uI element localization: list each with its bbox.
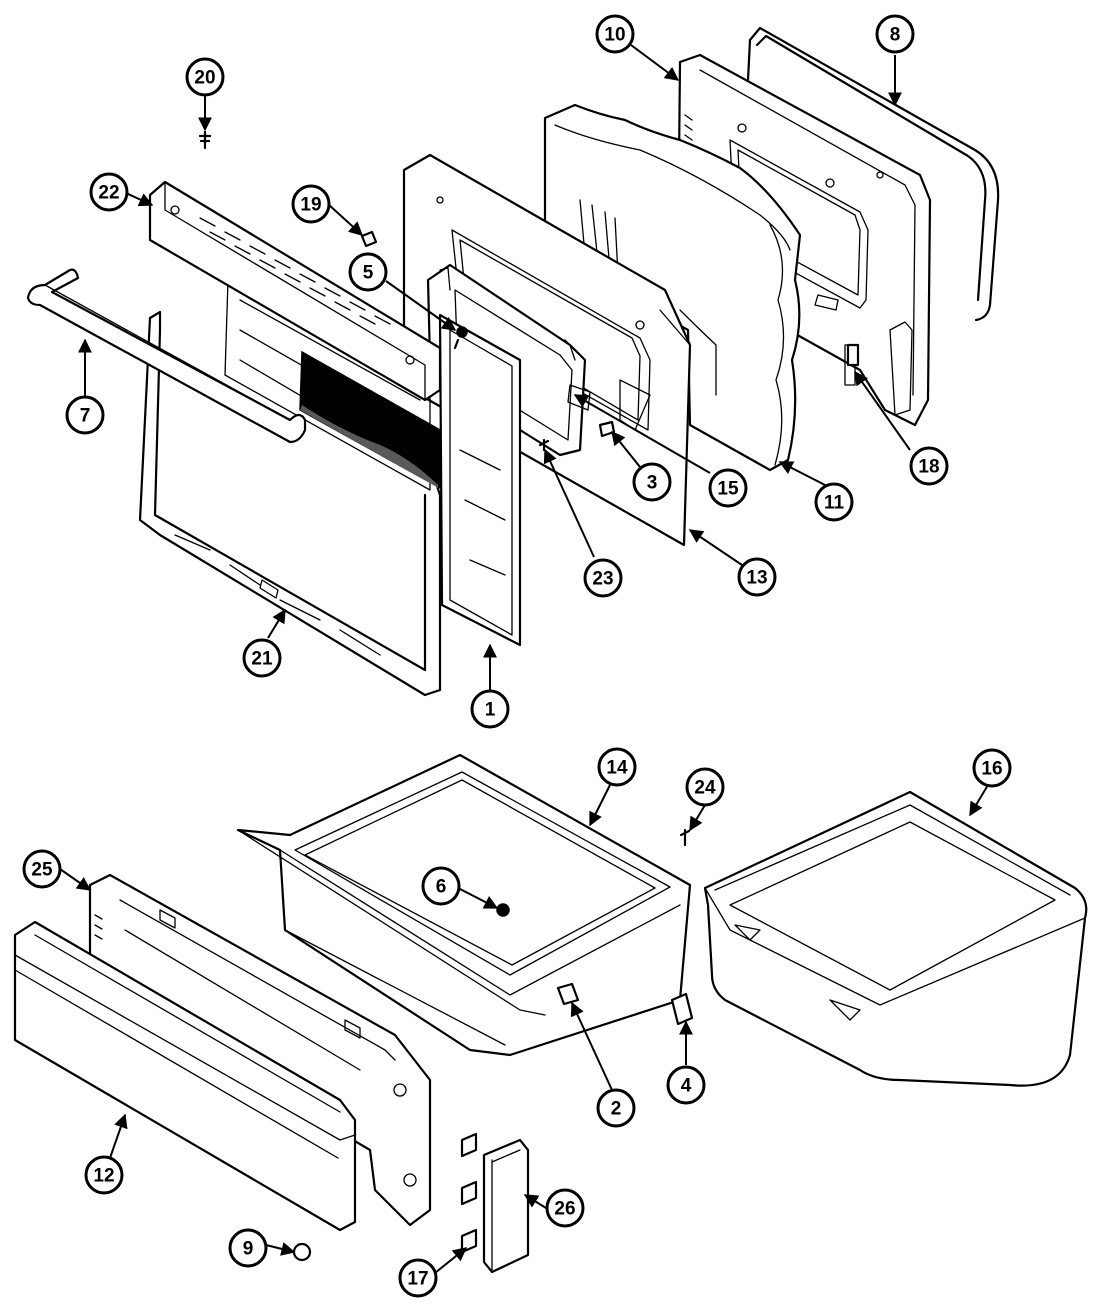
part-17-bumper-pads bbox=[460, 1132, 478, 1254]
part-18-hinge bbox=[846, 343, 860, 367]
svg-text:23: 23 bbox=[592, 569, 613, 590]
svg-text:22: 22 bbox=[98, 183, 119, 204]
callout-2: 2 bbox=[596, 1088, 636, 1128]
callout-7: 7 bbox=[65, 395, 105, 435]
callout-17: 17 bbox=[398, 1258, 438, 1298]
part-23-screw bbox=[538, 438, 550, 452]
svg-text:20: 20 bbox=[194, 68, 215, 89]
svg-text:26: 26 bbox=[554, 1199, 575, 1220]
svg-text:2: 2 bbox=[611, 1099, 622, 1120]
svg-text:7: 7 bbox=[80, 406, 91, 427]
callout-14: 14 bbox=[597, 747, 637, 787]
callout-11: 11 bbox=[814, 482, 854, 522]
callout-5: 5 bbox=[348, 252, 388, 292]
callout-4: 4 bbox=[666, 1065, 706, 1105]
part-9-foot bbox=[292, 1242, 312, 1262]
part-16-drawer-pan bbox=[703, 790, 1088, 1087]
callout-24: 24 bbox=[685, 767, 725, 807]
callout-16: 16 bbox=[972, 748, 1012, 788]
part-8-door-gasket bbox=[746, 26, 1000, 322]
svg-text:6: 6 bbox=[436, 877, 447, 898]
part-24-screw bbox=[679, 828, 691, 847]
svg-text:24: 24 bbox=[694, 778, 716, 799]
part-2-clip bbox=[556, 982, 580, 1006]
svg-text:3: 3 bbox=[647, 473, 658, 494]
svg-text:9: 9 bbox=[243, 1239, 254, 1260]
svg-text:17: 17 bbox=[407, 1269, 428, 1290]
svg-text:19: 19 bbox=[300, 195, 321, 216]
svg-text:14: 14 bbox=[606, 758, 628, 779]
callout-6: 6 bbox=[421, 866, 461, 906]
svg-text:11: 11 bbox=[824, 493, 845, 514]
svg-text:15: 15 bbox=[717, 479, 739, 500]
callout-1: 1 bbox=[470, 689, 510, 729]
part-21-outer-door-frame bbox=[138, 310, 442, 697]
callout-12: 12 bbox=[84, 1155, 124, 1195]
svg-text:10: 10 bbox=[604, 25, 625, 46]
svg-text:16: 16 bbox=[981, 759, 1002, 780]
callout-25: 25 bbox=[22, 849, 62, 889]
part-20-screw bbox=[198, 130, 212, 150]
part-4-clip bbox=[670, 992, 694, 1026]
callout-19: 19 bbox=[291, 184, 331, 224]
part-26-drawer-slide-cover bbox=[482, 1138, 530, 1274]
svg-text:4: 4 bbox=[681, 1076, 692, 1097]
callout-3: 3 bbox=[632, 462, 672, 502]
callout-21: 21 bbox=[242, 638, 282, 678]
svg-text:8: 8 bbox=[890, 25, 901, 46]
part-12-drawer-front bbox=[13, 920, 357, 1232]
svg-text:18: 18 bbox=[918, 457, 939, 478]
svg-text:5: 5 bbox=[363, 263, 374, 284]
part-22-door-top-trim bbox=[148, 180, 442, 402]
callout-20: 20 bbox=[185, 57, 225, 97]
callout-15: 15 bbox=[708, 468, 748, 508]
part-6-screw bbox=[496, 903, 510, 917]
callout-22: 22 bbox=[89, 172, 129, 212]
callout-23: 23 bbox=[583, 558, 623, 598]
callout-8: 8 bbox=[875, 14, 915, 54]
part-11-door-insulation bbox=[543, 103, 802, 472]
callout-26: 26 bbox=[545, 1188, 585, 1228]
callout-13: 13 bbox=[737, 557, 777, 597]
part-14-drawer-body bbox=[236, 753, 692, 1057]
svg-text:25: 25 bbox=[31, 860, 53, 881]
part-19-clip bbox=[360, 230, 378, 248]
callout-9: 9 bbox=[228, 1228, 268, 1268]
part-1-outer-door-glass bbox=[438, 313, 522, 647]
svg-text:12: 12 bbox=[93, 1166, 114, 1187]
callout-18: 18 bbox=[909, 446, 949, 486]
svg-text:13: 13 bbox=[746, 568, 767, 589]
svg-text:1: 1 bbox=[485, 700, 496, 721]
svg-text:21: 21 bbox=[251, 649, 273, 670]
part-7-door-handle bbox=[26, 268, 307, 444]
part-5-screw bbox=[453, 326, 468, 350]
leader-lines bbox=[59, 44, 989, 1274]
callout-10: 10 bbox=[595, 14, 635, 54]
